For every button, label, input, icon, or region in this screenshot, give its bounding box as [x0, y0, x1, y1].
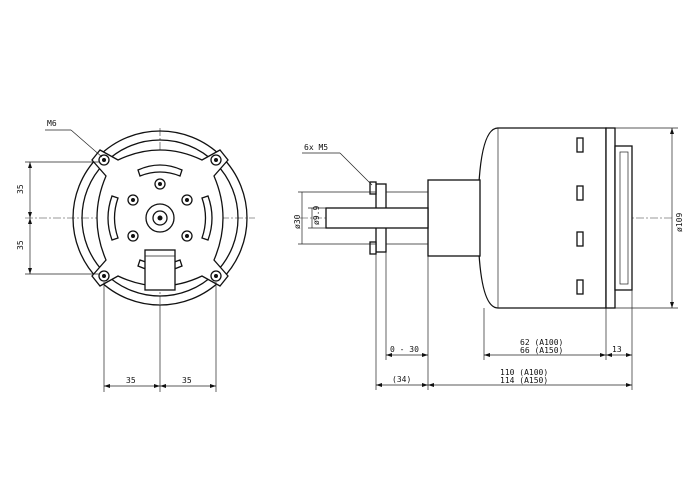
rear-cap: [605, 127, 616, 309]
dia-collar-label: ø30: [293, 214, 302, 229]
dim-vertical-lower: 35: [16, 240, 25, 250]
rear-bell: [614, 145, 633, 291]
dim-end-label: 13: [612, 345, 622, 354]
dia-shaft-label: ø9.9: [312, 206, 321, 225]
dim-body-a150: 66 (A150): [520, 346, 563, 355]
m5-screws: [369, 181, 377, 255]
m5-label: 6x M5: [304, 143, 328, 152]
front-shaft-center: [157, 215, 163, 221]
dim-vertical-upper: 35: [16, 184, 25, 194]
slot-top: [137, 164, 183, 177]
front-lower-lug: [144, 249, 176, 291]
dim-horizontal-right: 35: [182, 376, 192, 385]
m6-corner-holes: [98, 154, 222, 282]
cooling-slots: [576, 137, 584, 295]
dia-body-label: ø109: [675, 213, 684, 232]
m6-label: M6: [47, 119, 57, 128]
dim-body-a100: 62 (A100): [520, 338, 563, 347]
dim-adjust-label: 0 - 30: [390, 345, 419, 354]
dim-horizontal-left: 35: [126, 376, 136, 385]
collar: [427, 179, 481, 257]
slot-right: [201, 195, 213, 241]
front-inner-ring: [81, 139, 239, 297]
slot-left: [107, 195, 119, 241]
dim-total-a100: 110 (A100): [500, 368, 548, 377]
inner-bolt-holes: [127, 178, 193, 242]
front-view: M6 35 35 35 35: [16, 119, 255, 392]
motor-body: [477, 127, 607, 309]
dim-total-a150: 114 (A150): [500, 376, 548, 385]
side-view: 6x M5 ø30 ø9.9 ø109 0 - 30 62 (A100) 66 …: [293, 127, 684, 390]
shaft: [325, 207, 429, 229]
dim-ref-label: (34): [392, 375, 411, 384]
